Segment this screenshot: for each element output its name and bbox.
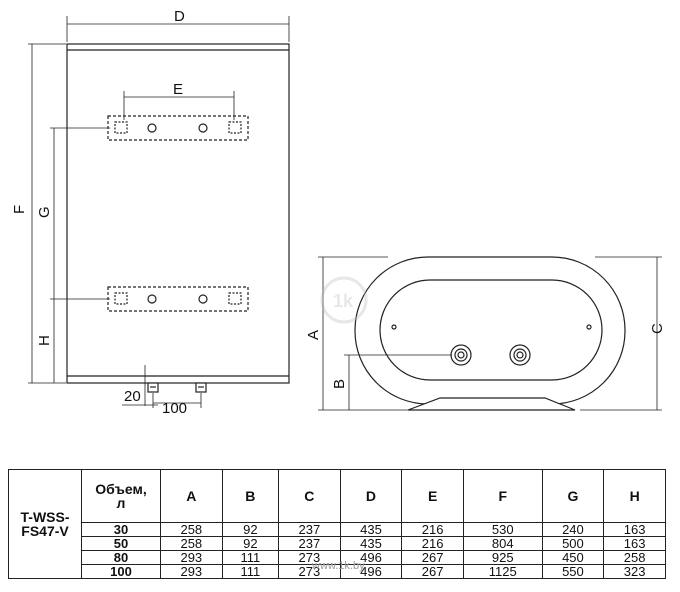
cell-h: 323 [603,564,666,579]
volume-header-line-1: Объем, [95,481,147,497]
table-row: 100 293 111 273 496 267 1125 550 323 [9,564,666,579]
technical-drawing: D E F G H 20 100 1k A [11,8,666,417]
cell-g: 240 [541,522,605,537]
volume-cell: 50 [81,536,161,551]
cell-a: 258 [160,522,223,537]
label-100: 100 [162,400,187,417]
cell-d: 496 [339,564,403,579]
watermark-text: www.1k.by [312,560,365,572]
col-header-a: A [160,469,223,523]
tank-inner-oval [379,279,603,381]
tank-body [66,43,290,384]
cell-a: 258 [160,536,223,551]
cell-e: 267 [401,564,464,579]
label-20: 20 [124,388,141,405]
cell-b: 92 [221,536,280,551]
cell-a: 293 [160,564,223,579]
label-e: E [173,81,183,98]
cell-e: 267 [401,550,464,565]
front-view [28,16,290,408]
label-h: H [36,335,53,346]
cell-c: 273 [278,564,341,579]
table-header-row: T-WSS- FS47-V Объем, л A B C D E F G H [8,469,666,579]
cell-h: 258 [603,550,666,565]
cell-g: 450 [541,550,605,565]
cell-f: 530 [462,522,543,537]
col-header-b: B [221,469,280,523]
col-header-h: H [603,469,666,523]
base-plate [407,397,576,411]
specs-table: T-WSS- FS47-V Объем, л A B C D E F G H 3… [8,469,666,579]
label-d: D [174,8,185,25]
svg-text:1k: 1k [333,291,354,311]
table-row: 50 258 92 237 435 216 804 500 163 [9,536,666,551]
volume-cell: 80 [81,550,161,565]
cell-c: 237 [278,536,341,551]
label-f: F [11,205,28,214]
cell-g: 550 [541,564,605,579]
label-c: C [649,323,666,334]
col-header-f: F [462,469,543,523]
cell-f: 1125 [462,564,543,579]
cell-b: 92 [221,522,280,537]
model-line-2: FS47-V [21,523,69,539]
model-line-1: T-WSS- [20,509,70,525]
cell-f: 925 [462,550,543,565]
volume-header: Объем, л [81,469,161,523]
col-header-d: D [339,469,403,523]
cell-h: 163 [603,536,666,551]
cell-d: 435 [339,522,403,537]
cell-e: 216 [401,522,464,537]
volume-header-line-2: л [116,495,126,511]
model-cell: T-WSS- FS47-V [8,469,82,579]
col-header-e: E [401,469,464,523]
label-b: B [331,379,348,389]
volume-cell: 30 [81,522,161,537]
col-header-c: C [278,469,341,523]
tank-outer-oval [354,256,626,405]
label-a: A [305,330,322,340]
cell-c: 237 [278,522,341,537]
cell-a: 293 [160,550,223,565]
cell-e: 216 [401,536,464,551]
cell-d: 435 [339,536,403,551]
cell-h: 163 [603,522,666,537]
cell-g: 500 [541,536,605,551]
volume-cell: 100 [81,564,161,579]
outlet-fitting [509,344,531,366]
col-header-g: G [541,469,605,523]
table-row: 30 258 92 237 435 216 530 240 163 [9,522,666,537]
cell-b: 111 [221,550,280,565]
cell-b: 111 [221,564,280,579]
bottom-view [318,256,662,411]
cell-f: 804 [462,536,543,551]
watermark-logo: 1k [320,276,368,324]
label-g: G [36,206,53,218]
